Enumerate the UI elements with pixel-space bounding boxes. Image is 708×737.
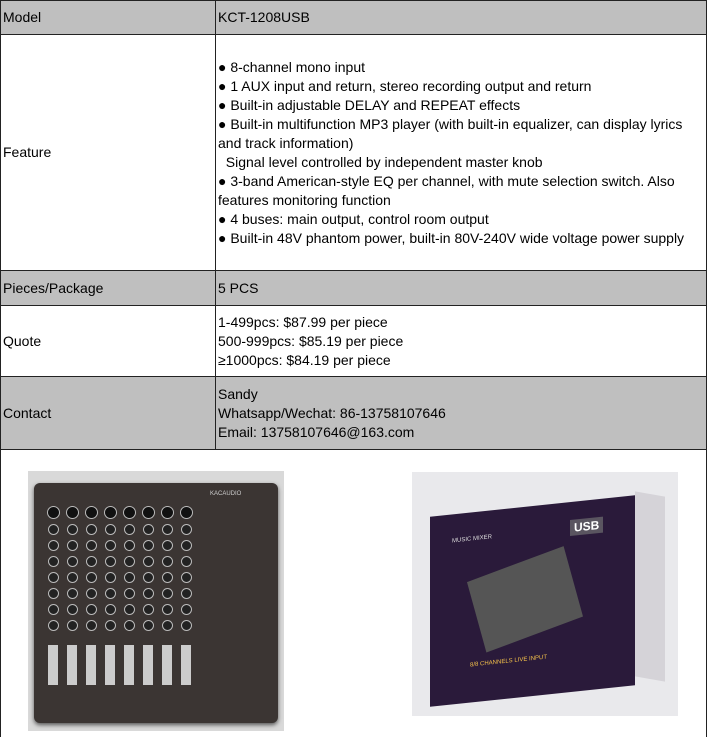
mixer-brand-logo: KACAUDIO: [210, 491, 242, 497]
feature-item: ● Built-in multifunction MP3 player (wit…: [218, 115, 683, 151]
contact-phone: Whatsapp/Wechat: 86-13758107646: [218, 404, 446, 421]
feature-item: Signal level controlled by independent m…: [218, 153, 543, 170]
mixer-channel-strip: [84, 501, 98, 713]
contact-email[interactable]: Email: 13758107646@163.com: [218, 423, 415, 440]
feature-item: ● 3-band American-style EQ per channel, …: [218, 172, 675, 208]
model-value: KCT-1208USB: [215, 0, 707, 35]
feature-item: ● 4 buses: main output, control room out…: [218, 210, 489, 227]
quote-list: 1-499pcs: $87.99 per piece 500-999pcs: $…: [215, 305, 707, 377]
contact-info: Sandy Whatsapp/Wechat: 86-13758107646 Em…: [215, 376, 707, 450]
pieces-label: Pieces/Package: [0, 270, 216, 306]
box-usb-logo: USB: [570, 516, 604, 537]
mixer-channel-strip: [65, 501, 79, 713]
mixer-channel-strip: [103, 501, 117, 713]
box-title-logo: MUSIC MIXER: [452, 534, 493, 545]
quote-tier: 500-999pcs: $85.19 per piece: [218, 332, 404, 349]
feature-list: ● 8-channel mono input ● 1 AUX input and…: [215, 34, 707, 271]
product-box-photo: MUSIC MIXER USB 8/8 CHANNELS LIVE INPUT: [412, 472, 678, 716]
contact-name: Sandy: [218, 385, 258, 402]
contact-label: Contact: [0, 376, 216, 450]
quote-label: Quote: [0, 305, 216, 377]
box-label-logo: 8/8 CHANNELS LIVE INPUT: [470, 654, 548, 669]
row-contact: Contact Sandy Whatsapp/Wechat: 86-137581…: [0, 376, 707, 450]
feature-item: ● 1 AUX input and return, stereo recordi…: [218, 77, 592, 94]
model-label: Model: [0, 0, 216, 35]
mixer-channel-strip: [179, 501, 193, 713]
feature-item: ● Built-in 48V phantom power, built-in 8…: [218, 229, 685, 246]
mixer-channel-strip: [141, 501, 155, 713]
mixer-photo: KACAUDIO: [28, 471, 284, 731]
feature-label: Feature: [0, 34, 216, 271]
pieces-value: 5 PCS: [215, 270, 707, 306]
mixer-channel-strip: [160, 501, 174, 713]
quote-tier: ≥1000pcs: $84.19 per piece: [218, 351, 391, 368]
row-quote: Quote 1-499pcs: $87.99 per piece 500-999…: [0, 305, 707, 377]
mixer-channel-strip: [46, 501, 60, 713]
row-model: Model KCT-1208USB: [0, 0, 707, 35]
mixer-channel-strip: [122, 501, 136, 713]
row-feature: Feature ● 8-channel mono input ● 1 AUX i…: [0, 34, 707, 271]
feature-item: ● Built-in adjustable DELAY and REPEAT e…: [218, 96, 521, 113]
quote-tier: 1-499pcs: $87.99 per piece: [218, 313, 388, 330]
feature-item: ● 8-channel mono input: [218, 58, 365, 75]
row-pieces: Pieces/Package 5 PCS: [0, 270, 707, 306]
